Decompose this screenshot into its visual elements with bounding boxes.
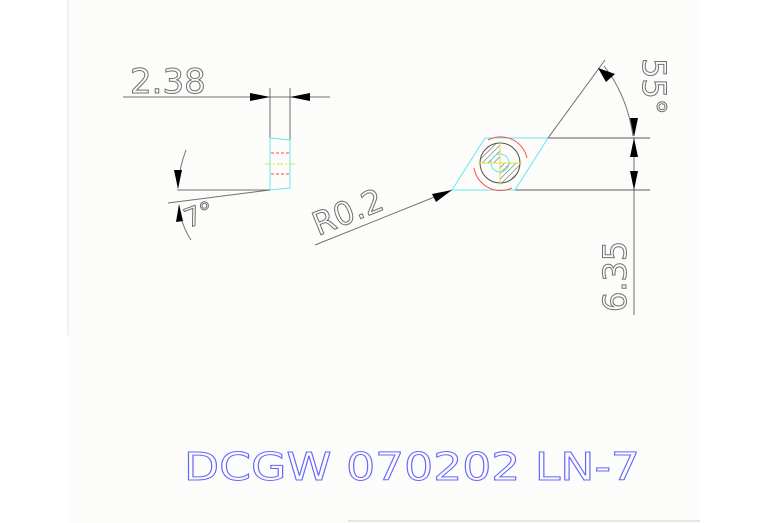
arrowhead (630, 138, 638, 157)
arrowhead (176, 204, 183, 222)
chamfer-arc (487, 136, 528, 159)
arrowhead (630, 171, 638, 190)
top-view (451, 59, 650, 315)
insert-side-profile (269, 137, 291, 191)
drawing-area (68, 0, 700, 523)
clearance-line (167, 189, 271, 204)
angle-arc (603, 65, 634, 137)
insert-designation: DCGW 070202 LN-7 (184, 445, 640, 489)
hatch-section (500, 163, 520, 183)
arrowhead (250, 93, 270, 101)
inscribed-circle-label: 6.35 (596, 241, 634, 312)
arrowhead (174, 170, 182, 189)
hatch-section (480, 143, 500, 163)
insert-angle-label: 55° (635, 58, 673, 115)
arrowhead (432, 190, 452, 202)
arrowhead (598, 68, 615, 82)
angle-line (547, 59, 606, 139)
arrowhead (630, 118, 638, 137)
side-view (123, 88, 330, 241)
arrowhead (290, 93, 310, 101)
thickness-label: 2.38 (130, 62, 206, 102)
chamfer-arc (473, 167, 513, 192)
radius-leader (314, 189, 453, 246)
